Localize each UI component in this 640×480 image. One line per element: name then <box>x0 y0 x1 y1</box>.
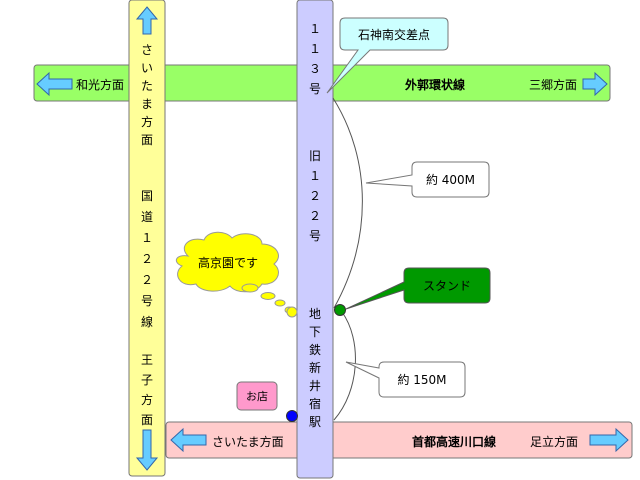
arrow-left-icon <box>170 427 207 453</box>
kokudo122-lower-direction-char: 子 <box>140 373 153 387</box>
distance-150-callout-shape <box>345 361 466 398</box>
arrow-right-icon <box>589 427 629 453</box>
kokudo122-lower-direction-char: 方 <box>140 393 153 407</box>
route113-number-char: １ <box>308 22 321 36</box>
arrow-up-icon <box>135 6 159 35</box>
distance-150-label: 約 150M <box>397 373 447 387</box>
route113-road-name-char: １ <box>308 169 321 183</box>
route113-number-char: １ <box>308 42 321 56</box>
route113-road-name-char: ２ <box>308 209 321 223</box>
kokudo122-road-name: 国道 １ ２ ２ 号線 <box>140 190 154 328</box>
shuto-right-direction: 足立方面 <box>530 435 579 449</box>
kokudo122-road-name-char: 線 <box>140 315 153 329</box>
shop-label: お店 <box>246 390 268 403</box>
shuto-left-direction: さいたま方面 <box>212 435 284 449</box>
kokudo122-upper-direction-char: 面 <box>140 133 153 147</box>
kokudo122-road-name-char: 号 <box>140 294 153 308</box>
distance-curve-150 <box>333 311 356 421</box>
distance-400-callout-shape <box>365 161 490 198</box>
station-name-char: 地 <box>308 307 321 321</box>
kokudo122-road-name-char: 道 <box>140 210 153 224</box>
distance-400-label: 約 400M <box>425 173 476 187</box>
kokyoen-cloud-shape <box>175 231 294 314</box>
station-name-char: 鉄 <box>308 343 321 357</box>
kokudo122-upper-direction-char: い <box>140 61 153 75</box>
route113-road <box>296 0 334 479</box>
stand-label: スタンド <box>422 279 471 293</box>
route113-road-name-char: ２ <box>308 189 321 203</box>
gaikan-left-direction: 和光方面 <box>76 78 125 92</box>
kokudo122-road-name-char: ２ <box>140 252 153 266</box>
shop-dot <box>286 410 298 422</box>
kokudo122-lower-direction: 王子方面 <box>140 354 154 426</box>
intersection-callout-shape <box>326 17 449 94</box>
station-name-char: 宿 <box>308 397 321 411</box>
station-name-char: 下 <box>308 325 321 339</box>
station-name-char: 新 <box>308 361 321 375</box>
route113-number-char: 号 <box>308 82 321 96</box>
station-name-char: 井 <box>308 379 321 393</box>
route113-number: １ １ ３ 号 <box>308 23 322 95</box>
kokyoen-label: 高京園です <box>197 255 258 270</box>
kokudo122-road-name-char: 国 <box>140 189 153 203</box>
gaikan-right-direction: 三郷方面 <box>529 78 578 92</box>
shop-callout-shape <box>236 381 278 411</box>
kokudo122-road-name-char: ２ <box>140 273 153 287</box>
route113-road-name: 旧 １ ２ ２ 号 <box>308 150 322 242</box>
route113-road-name-char: 旧 <box>308 149 321 163</box>
distance-curve-400 <box>332 97 363 309</box>
intersection-label: 石神南交差点 <box>357 27 430 42</box>
route113-number-char: ３ <box>308 62 321 76</box>
kokudo122-upper-direction: さいたま方面 <box>140 44 154 146</box>
kokudo122-road <box>128 0 166 477</box>
gaikan-road-name: 外郭環状線 <box>405 78 466 92</box>
arrow-left-icon <box>36 71 73 97</box>
kokudo122-upper-direction-char: 方 <box>140 115 153 129</box>
arrow-right-icon <box>582 71 608 97</box>
arrow-down-icon <box>135 429 159 471</box>
route113-road-name-char: 号 <box>308 229 321 243</box>
kokudo122-lower-direction-char: 王 <box>140 353 153 367</box>
kokudo122-upper-direction-char: さ <box>140 43 153 57</box>
kokudo122-upper-direction-char: た <box>140 79 153 93</box>
kokyoen-dot <box>286 306 298 318</box>
shuto-road-name: 首都高速川口線 <box>412 435 497 449</box>
kokudo122-road-name-char: １ <box>140 231 153 245</box>
station-name: 地下鉄新井宿駅 <box>308 308 322 428</box>
kokudo122-upper-direction-char: ま <box>140 97 153 111</box>
kokudo122-lower-direction-char: 面 <box>140 413 153 427</box>
shuto-road <box>165 421 633 459</box>
stand-callout-shape <box>345 267 491 310</box>
stand-dot <box>334 304 346 316</box>
station-name-char: 駅 <box>308 415 321 429</box>
